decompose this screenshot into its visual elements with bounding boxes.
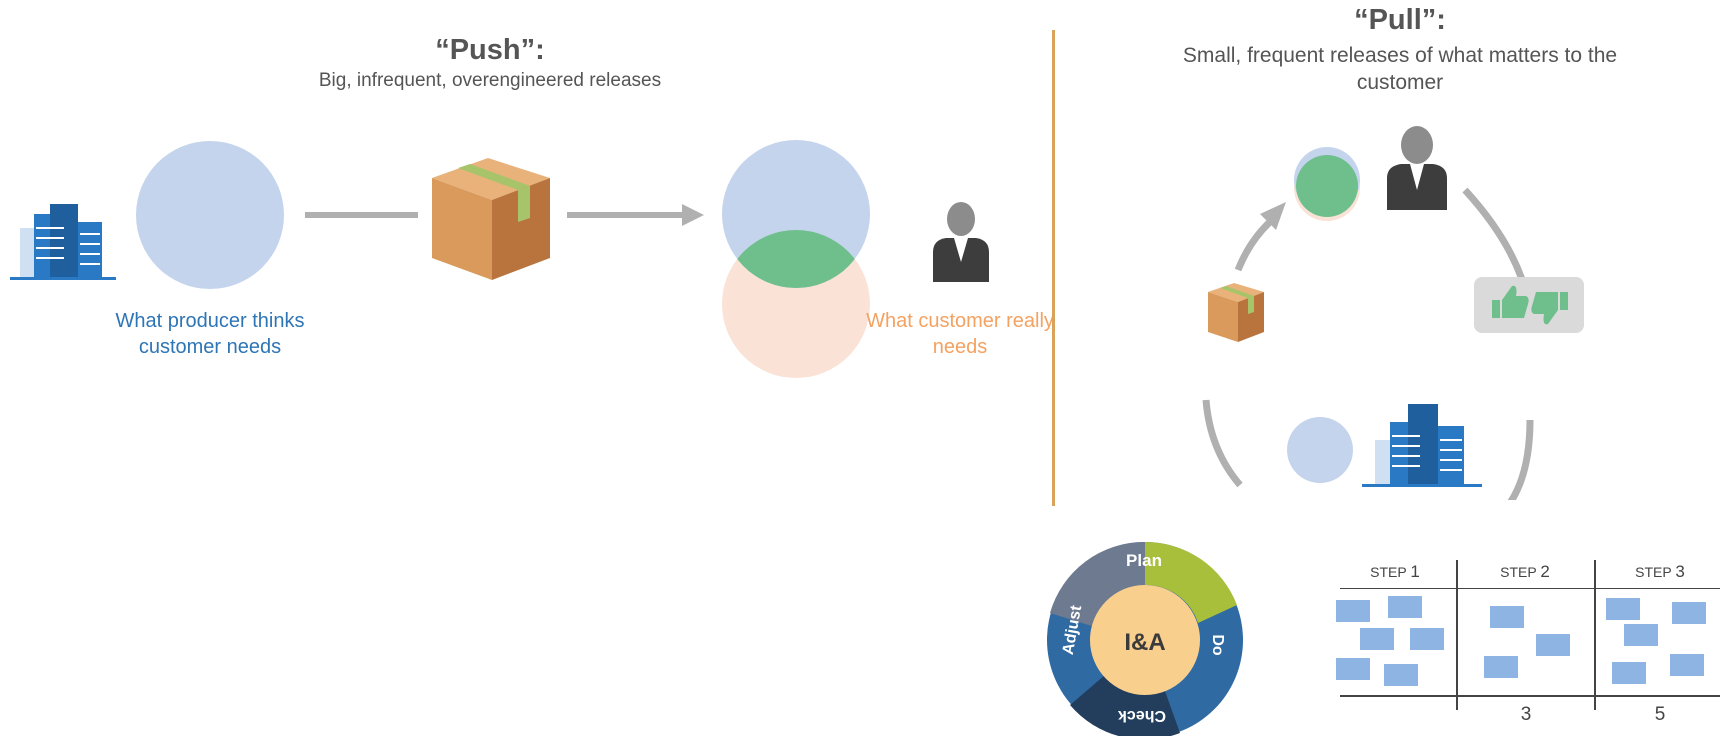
- overlap-area: [722, 230, 870, 288]
- small-producer-circle: [1287, 417, 1353, 483]
- sticky-note: [1672, 602, 1706, 624]
- delivery-arrow: [567, 204, 704, 226]
- pdca-wheel: I&A Plan Do Check Adjust: [1047, 541, 1243, 736]
- sticky-note: [1388, 596, 1422, 618]
- pull-customer-person-icon: [1387, 126, 1447, 210]
- sticky-note: [1490, 606, 1524, 628]
- customer-needs-label: What customer really needs: [866, 310, 1054, 358]
- center-disc: [1090, 585, 1200, 695]
- kanban-board: STEP 1 STEP 2 STEP 3 3 5: [1330, 560, 1720, 736]
- pull-producer-building-icon: [1362, 404, 1482, 487]
- sticky-note: [1336, 658, 1370, 680]
- thumbs-down-icon: [1531, 292, 1568, 325]
- small-package-icon: [1208, 283, 1264, 342]
- sticky-note: [1410, 628, 1444, 650]
- sticky-note: [1606, 598, 1640, 620]
- sticky-note: [1384, 664, 1418, 686]
- column-divider: [1594, 560, 1596, 710]
- sticky-note: [1536, 634, 1570, 656]
- sticky-note: [1612, 662, 1646, 684]
- step-1-header: STEP 1: [1370, 562, 1420, 581]
- sticky-note: [1336, 600, 1370, 622]
- feedback-badge: [1474, 277, 1584, 333]
- sticky-note: [1484, 656, 1518, 678]
- arrow-head-up: [1260, 202, 1286, 230]
- producer-building-icon: [10, 204, 116, 280]
- adjust-segment: [1050, 541, 1145, 627]
- column-divider: [1456, 560, 1458, 710]
- sticky-note: [1670, 654, 1704, 676]
- plan-label: Plan: [1126, 551, 1162, 570]
- section-divider: [1052, 30, 1055, 506]
- sticky-note: [1624, 624, 1658, 646]
- push-subtitle: Big, infrequent, overengineered releases: [318, 70, 662, 91]
- check-label: Check: [1118, 707, 1166, 724]
- producer-needs-circle: [136, 141, 284, 289]
- package-box-icon: [432, 158, 550, 280]
- step-3-header: STEP 3: [1635, 562, 1685, 581]
- step-3-count: 5: [1654, 704, 1666, 725]
- push-diagram: [10, 140, 989, 378]
- push-title: “Push”:: [435, 34, 545, 66]
- producer-needs-label: What producer thinks customer needs: [115, 310, 305, 358]
- board-header-line: [1340, 588, 1720, 589]
- pull-title: “Pull”:: [1354, 4, 1446, 36]
- cycle-arrows: [1202, 187, 1534, 500]
- check-segment: [1070, 675, 1180, 736]
- step-2-count: 3: [1520, 704, 1532, 725]
- thumbs-up-icon: [1492, 285, 1529, 318]
- pull-cycle-diagram: [1202, 126, 1584, 500]
- customer-person-icon: [933, 202, 989, 282]
- do-label: Do: [1209, 634, 1226, 656]
- board-bottom-line: [1340, 695, 1720, 697]
- sticky-note: [1360, 628, 1394, 650]
- center-label: I&A: [1124, 629, 1165, 656]
- step-2-header: STEP 2: [1500, 562, 1550, 581]
- plan-segment: [1145, 541, 1237, 623]
- pull-subtitle: Small, frequent releases of what matters…: [1182, 44, 1618, 94]
